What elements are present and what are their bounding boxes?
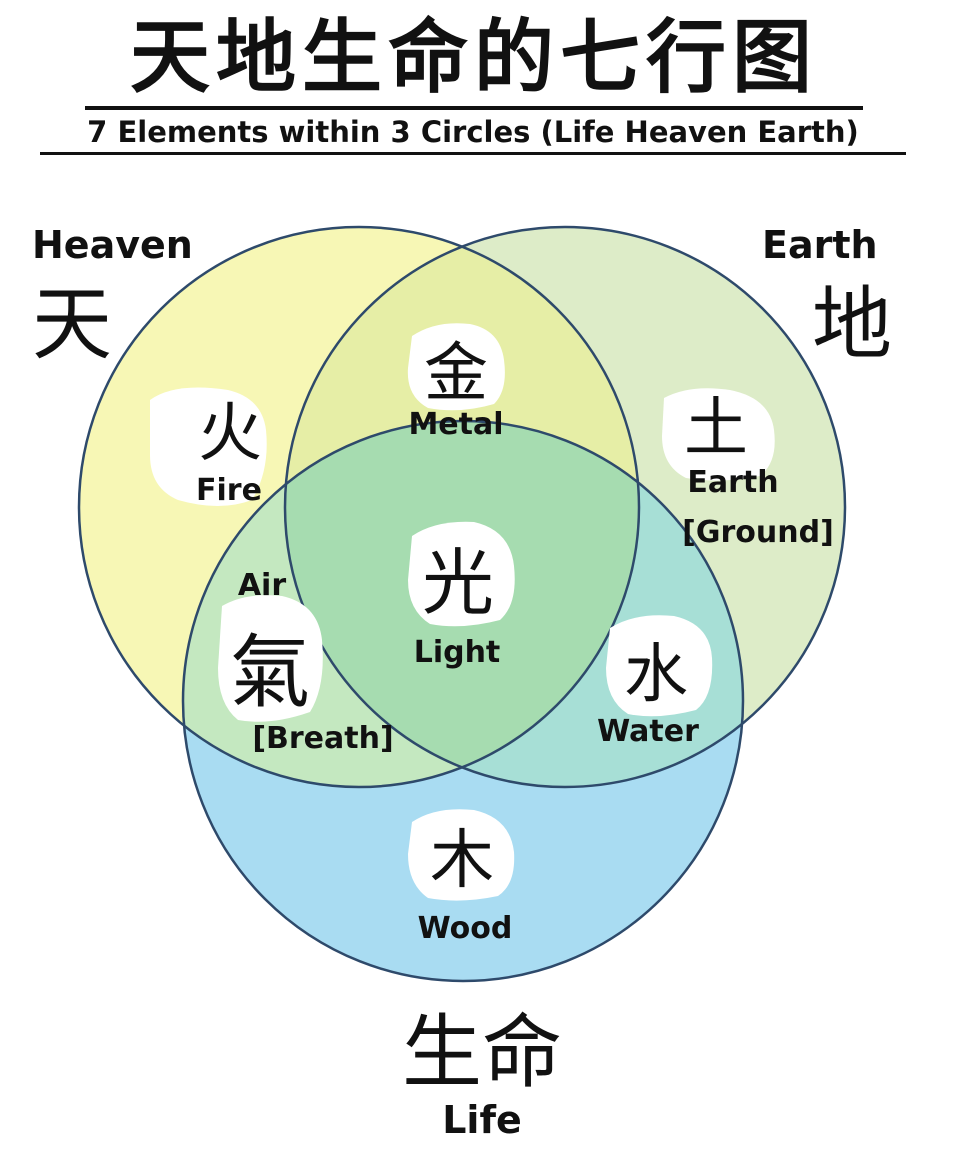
- earth-circle-outline: [283, 225, 847, 789]
- metal-label: Metal: [408, 407, 503, 442]
- earth-circle-chinese: 地: [812, 278, 892, 371]
- earth-element-label: Earth: [687, 465, 778, 500]
- light-chinese: 光: [422, 541, 494, 625]
- character-patches: [150, 323, 775, 901]
- heaven-label: Heaven: [32, 223, 193, 267]
- earth-element-chinese: 土: [684, 392, 748, 466]
- fire-chinese: 火: [198, 397, 262, 471]
- center-overlap: [285, 421, 639, 787]
- fire-label: Fire: [196, 473, 262, 508]
- water-chinese: 水: [624, 638, 688, 712]
- earth-element-note: [Ground]: [682, 515, 834, 550]
- diagram-title: 天地生命的七行图: [85, 8, 863, 110]
- water-label: Water: [597, 714, 699, 749]
- heaven-circle-outline: [77, 225, 641, 789]
- wood-chinese: 木: [430, 824, 494, 898]
- light-label: Light: [414, 635, 501, 670]
- air-label: Air: [238, 568, 287, 603]
- diagram-subtitle: 7 Elements within 3 Circles (Life Heaven…: [40, 112, 906, 155]
- life-circle-outline: [181, 419, 745, 983]
- heaven-chinese: 天: [32, 278, 112, 371]
- earth-circle-label: Earth: [762, 223, 878, 267]
- life-label: Life: [442, 1098, 522, 1142]
- air-note: [Breath]: [252, 721, 393, 756]
- metal-chinese: 金: [424, 337, 488, 411]
- life-chinese: 生命: [402, 1006, 562, 1099]
- air-chinese: 氣: [230, 626, 310, 719]
- wood-label: Wood: [418, 911, 513, 946]
